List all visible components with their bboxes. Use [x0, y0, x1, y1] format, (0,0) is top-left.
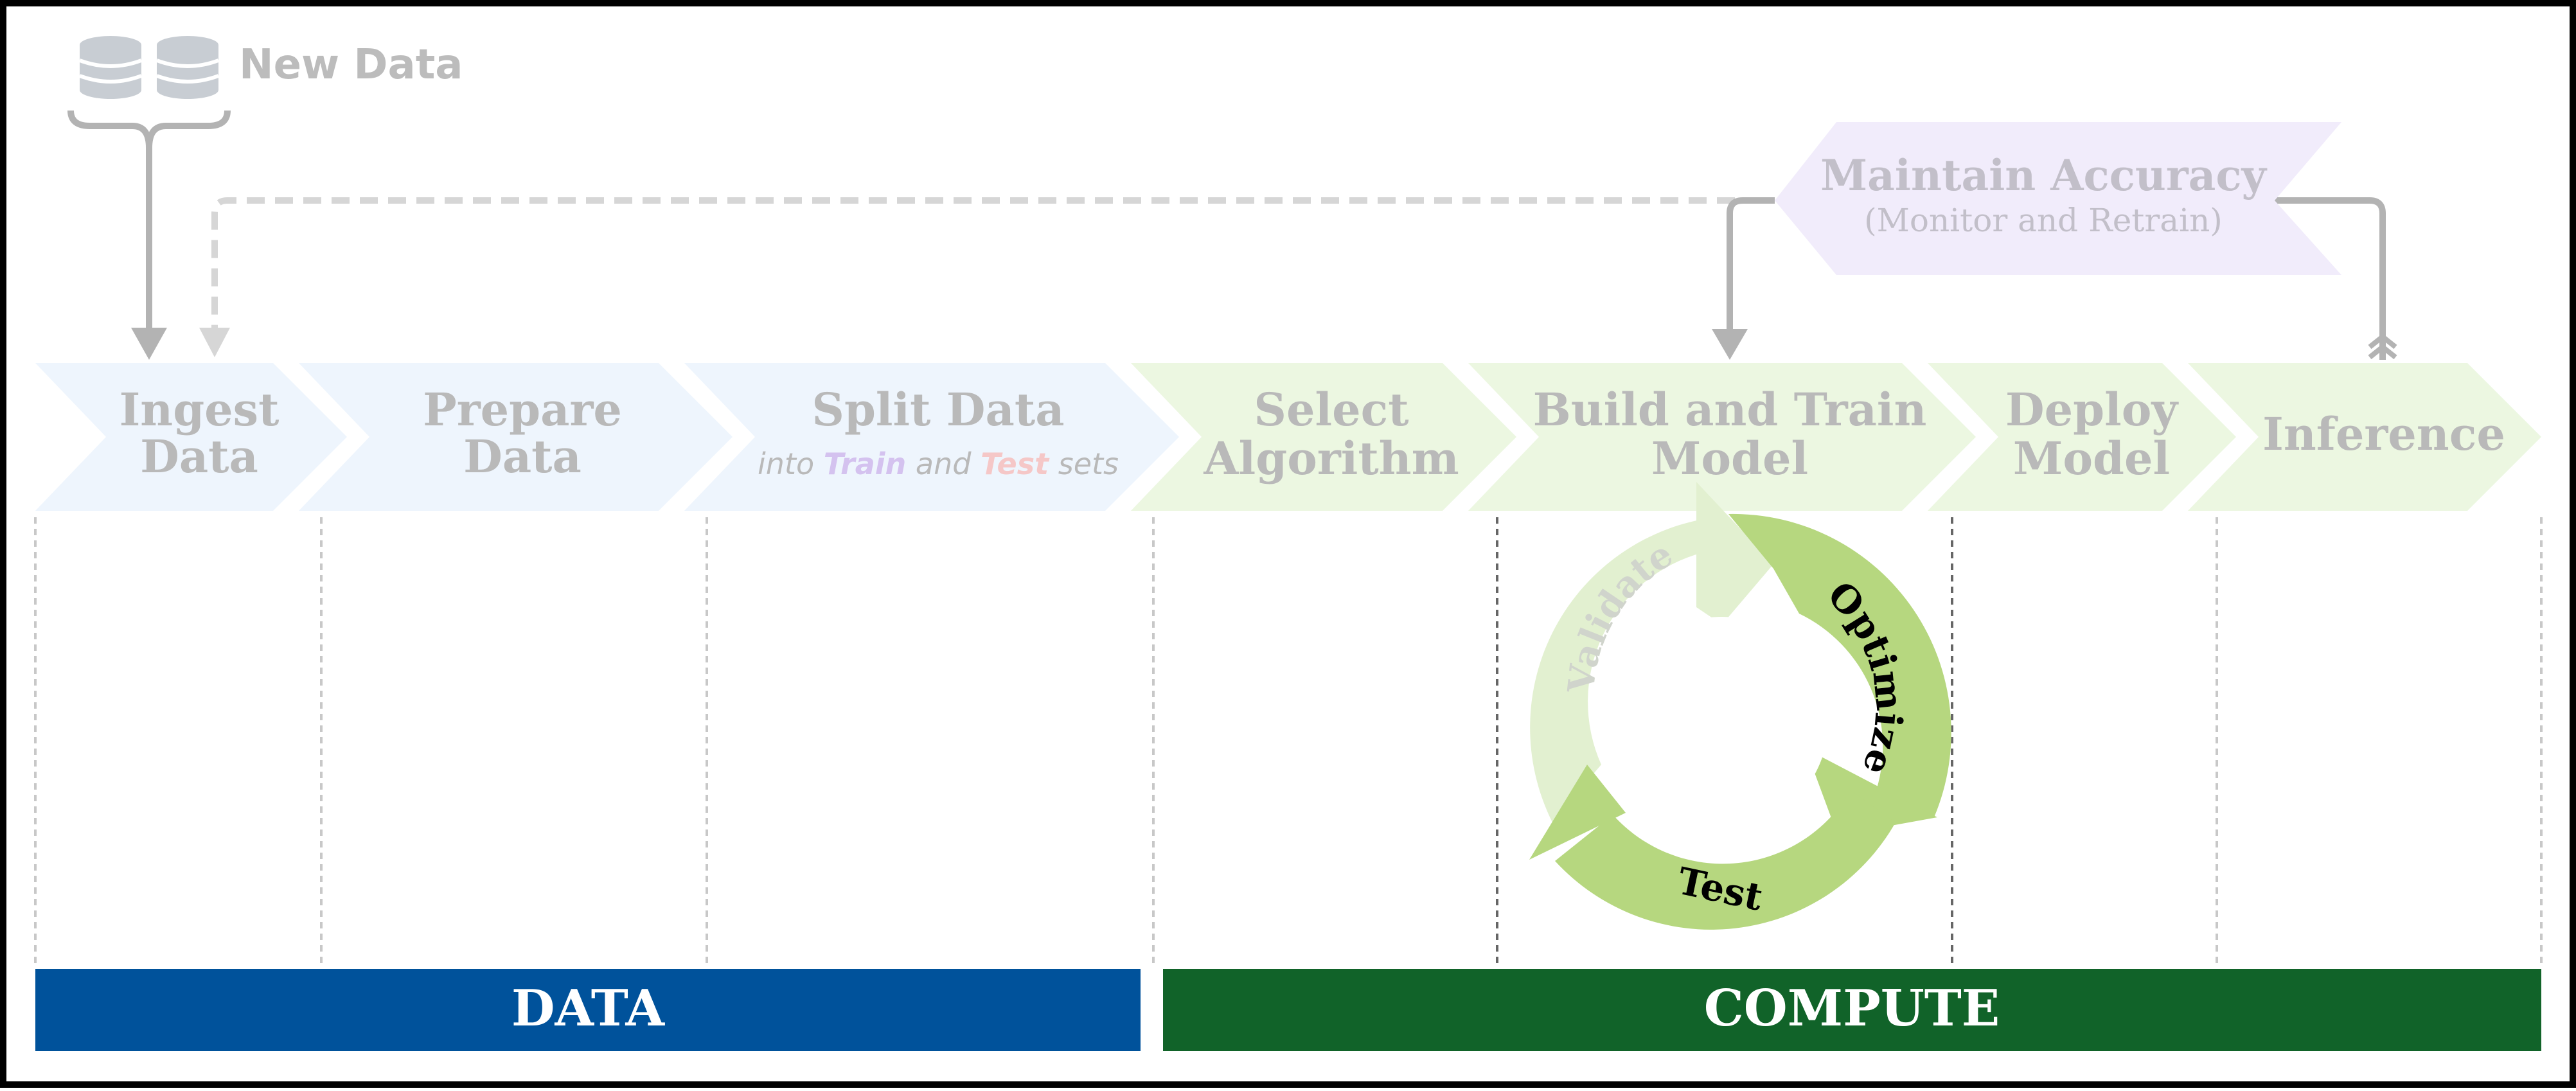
step-split-data — [684, 363, 1179, 511]
maintain-to-build-arrow — [1727, 197, 1775, 334]
build-label-line1: Build and Train — [1533, 383, 1927, 436]
step-deploy-model — [1928, 363, 2236, 511]
column-separators — [34, 517, 2543, 964]
compute-bar — [1163, 969, 2541, 1051]
new-data-label: New Data — [239, 41, 463, 89]
new-data-brace — [67, 110, 152, 334]
inference-label: Inference — [2262, 407, 2505, 461]
train-label: Train — [824, 447, 907, 481]
validate-arc — [1530, 517, 1716, 822]
maintain-accuracy-subtitle: (Monitor and Retrain) — [1864, 202, 2223, 239]
test-label: Test — [981, 447, 1050, 481]
retrain-dashed-arrow — [211, 197, 1735, 328]
ingest-label-line1: Ingest — [120, 383, 280, 436]
inference-to-maintain-line — [2272, 197, 2386, 360]
database-icon — [155, 36, 220, 99]
step-inference — [2188, 363, 2541, 511]
split-label-line1: Split Data — [812, 383, 1064, 436]
deploy-label-line1: Deploy — [2005, 383, 2179, 436]
step-select-algorithm — [1131, 363, 1516, 511]
data-bar — [35, 969, 1141, 1051]
build-label-line2: Model — [1651, 432, 1808, 485]
validate-optimize-test-cycle — [1529, 482, 1951, 930]
step-prepare-data — [299, 363, 733, 511]
optimize-arc — [1728, 513, 1951, 817]
prepare-label-line2: Data — [463, 430, 582, 483]
maintain-accuracy-title: Maintain Accuracy — [1820, 150, 2267, 200]
chevron-up-icon — [2368, 333, 2397, 350]
new-data-arrow — [131, 328, 167, 360]
prepare-label-line1: Prepare — [423, 383, 622, 436]
database-icon — [78, 36, 143, 99]
select-label-line1: Select — [1254, 383, 1408, 436]
split-sublabel: into Train and Test sets — [758, 447, 1119, 481]
step-ingest-data — [35, 363, 347, 511]
maintain-accuracy-banner — [1775, 122, 2341, 275]
select-label-line2: Algorithm — [1203, 432, 1459, 485]
ingest-label-line2: Data — [140, 430, 258, 483]
deploy-label-line2: Model — [2013, 432, 2170, 485]
test-arc — [1555, 790, 1896, 930]
data-bar-label: DATA — [511, 979, 666, 1038]
step-build-train-model — [1468, 363, 1976, 511]
compute-bar-label: COMPUTE — [1704, 979, 2000, 1038]
